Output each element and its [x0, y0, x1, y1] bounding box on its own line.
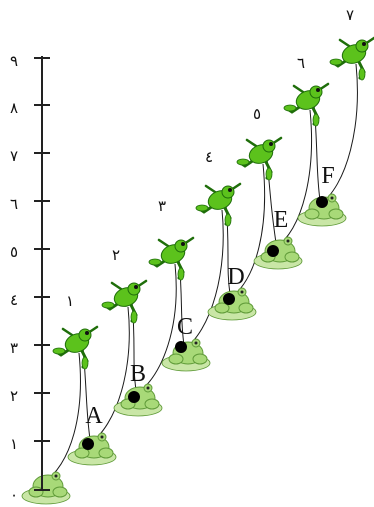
sitting-frog-icon — [113, 383, 163, 417]
point-e — [267, 245, 279, 257]
point-label-a: A — [85, 403, 103, 429]
step-label-6: ٦ — [297, 54, 305, 72]
sitting-frog-icon — [161, 338, 211, 372]
step-label-7: ٧ — [346, 6, 354, 24]
jumping-frog-icon — [195, 182, 242, 227]
point-label-e: E — [274, 207, 289, 233]
jumping-frog-icon — [329, 36, 374, 81]
axis-ticks — [34, 57, 50, 491]
tick-label-5: ٥ — [10, 243, 18, 261]
tick-label-7: ٧ — [10, 147, 18, 165]
tick-label-3: ٣ — [10, 339, 18, 357]
tick-label-9: ٩ — [10, 52, 18, 70]
point-label-f: F — [321, 163, 334, 189]
point-label-c: C — [177, 314, 193, 340]
jumping-frog-icon — [101, 279, 148, 324]
point-label-b: B — [130, 361, 146, 387]
points — [82, 196, 328, 450]
tick-label-8: ٨ — [10, 99, 18, 117]
step-label-3: ٣ — [158, 197, 166, 215]
tick-label-6: ٦ — [10, 195, 18, 213]
tick-label-1: ١ — [10, 435, 18, 453]
vertical-axis: ٠ ١ ٢ ٣ ٤ ٥ ٦ ٧ ٨ ٩ — [10, 52, 50, 504]
point-letters: A B C D E F — [85, 163, 334, 429]
sitting-frogs — [21, 193, 347, 505]
tick-label-2: ٢ — [10, 387, 18, 405]
step-label-1: ١ — [66, 292, 74, 310]
point-f — [316, 196, 328, 208]
point-label-d: D — [227, 264, 244, 290]
step-label-2: ٢ — [112, 246, 120, 264]
sitting-frog-icon — [67, 432, 117, 466]
jumping-frog-icon — [236, 136, 283, 181]
tick-label-4: ٤ — [10, 291, 18, 309]
axis-tick-labels: ٠ ١ ٢ ٣ ٤ ٥ ٦ ٧ ٨ ٩ — [10, 52, 18, 504]
point-c — [175, 341, 187, 353]
tick-label-0: ٠ — [10, 486, 18, 504]
point-a — [82, 438, 94, 450]
point-b — [128, 391, 140, 403]
thread-curve-1 — [41, 352, 81, 485]
jumping-frog-icon — [148, 236, 195, 281]
step-number-labels: ١ ٢ ٣ ٤ ٥ ٦ ٧ — [66, 6, 354, 310]
sitting-frog-icon — [21, 471, 71, 505]
jumping-frog-icon — [283, 82, 330, 127]
jumping-frog-icon — [52, 325, 99, 370]
step-label-5: ٥ — [253, 105, 261, 123]
step-label-4: ٤ — [205, 148, 213, 166]
point-d — [223, 293, 235, 305]
sitting-frog-icon — [297, 193, 347, 227]
jumping-frogs — [52, 36, 374, 370]
